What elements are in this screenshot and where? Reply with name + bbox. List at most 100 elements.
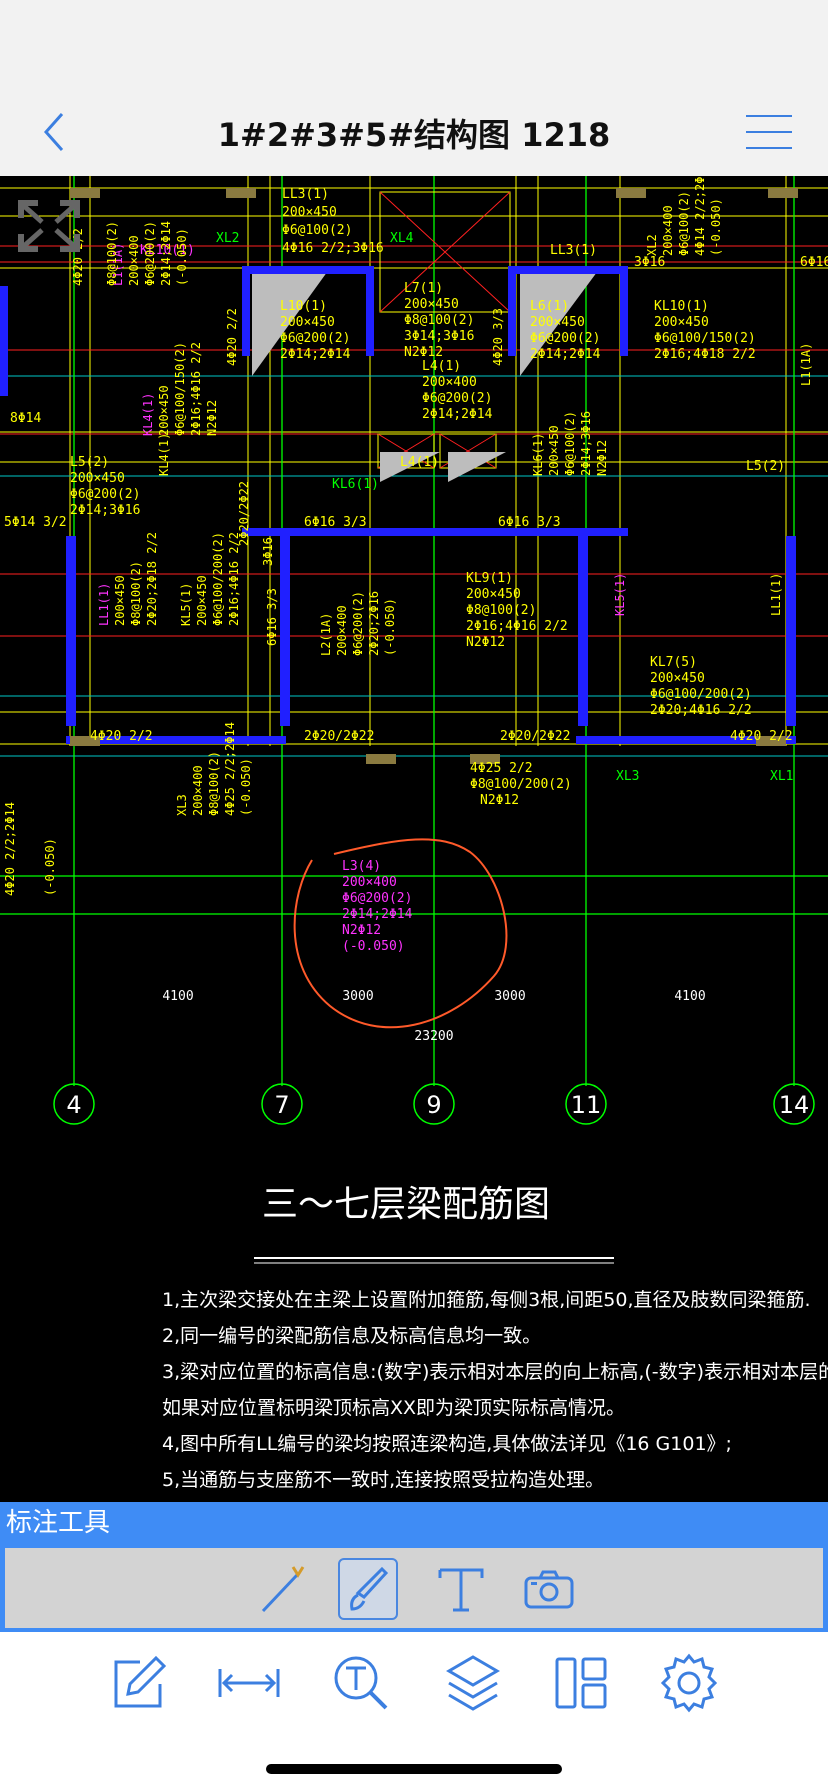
vertical-beam-label: (-0.050) (175, 228, 189, 286)
beam-label: 6Φ16 (800, 255, 828, 270)
vertical-beam-label: KL5(1) (613, 573, 627, 616)
beam-label: Φ8@100/200(2) (470, 777, 572, 792)
column-pad (226, 188, 256, 198)
layers-icon (446, 1655, 500, 1711)
vertical-beam-label: N2Φ12 (205, 400, 219, 436)
beam-label: L5(2) (70, 455, 109, 470)
annotation-tools-panel (0, 1544, 828, 1632)
vertical-beam-label: 4Φ20 3/3 (491, 308, 505, 366)
note-line: 1,主次梁交接处在主梁上设置附加箍筋,每侧3根,间距50,直径及肢数同梁箍筋. (162, 1289, 811, 1311)
bottom-toolbar (0, 1632, 828, 1792)
total-dimension-label: 23200 (414, 1029, 453, 1044)
vertical-beam-label: 200×400 (127, 235, 141, 286)
layout-button[interactable] (546, 1648, 616, 1718)
expand-icon (18, 200, 80, 252)
beam-label: 2Φ14;3Φ16 (70, 503, 140, 518)
beam-label: 2Φ16;4Φ16 2/2 (466, 619, 568, 634)
brush-icon (350, 1566, 389, 1611)
camera-tool-button[interactable] (519, 1558, 579, 1620)
beam-label: 4Φ20 2/2 (730, 729, 793, 744)
layers-button[interactable] (438, 1648, 508, 1718)
column-wall (66, 536, 76, 726)
back-button[interactable] (34, 104, 74, 160)
edit-button[interactable] (104, 1648, 174, 1718)
line-tool-button[interactable] (255, 1558, 315, 1620)
beam-label: Φ6@200(2) (422, 391, 492, 406)
axis-number: 11 (571, 1091, 602, 1119)
vertical-beam-label: KL5(1) (179, 583, 193, 626)
axis-number: 9 (426, 1091, 441, 1119)
fullscreen-button[interactable] (14, 196, 84, 256)
dimension-label: 3000 (342, 989, 373, 1004)
beam-label: N2Φ12 (466, 635, 505, 650)
beam-label: 2Φ14;2Φ14 (422, 407, 493, 422)
column-wall (242, 266, 374, 274)
axis-number: 14 (779, 1091, 810, 1119)
beam-label: 200×450 (282, 205, 337, 220)
vertical-beam-label: L1(1A) (111, 243, 125, 286)
beam-label: 2Φ20/2Φ22 (500, 729, 570, 744)
dimension-label: 3000 (494, 989, 525, 1004)
note-line: 3,梁对应位置的标高信息:(数字)表示相对本层的向上标高,(-数字)表示相对本层… (162, 1361, 828, 1383)
column-wall (508, 266, 628, 274)
vertical-beam-label: L2(1A) (319, 613, 333, 656)
vertical-beam-label: (-0.050) (709, 198, 723, 256)
axis-bubble (261, 1083, 303, 1125)
beam-label: KL10(1) (654, 299, 709, 314)
beam-label: XL1 (770, 769, 793, 784)
gear-icon (660, 1653, 718, 1713)
vertical-beam-label: 2Φ20;2Φ16 (367, 591, 381, 656)
dimension-label: 4100 (162, 989, 193, 1004)
note-line: 5,当通筋与支座筋不一致时,连接按照受拉构造处理。 (162, 1469, 604, 1491)
plan-title: 三～七层梁配筋图 (262, 1184, 550, 1225)
vertical-beam-label: 2Φ14;2Φ14 (159, 221, 173, 286)
column-wall (576, 736, 796, 744)
home-indicator (266, 1764, 562, 1774)
vertical-beam-label: 2Φ20;2Φ18 2/2 (145, 532, 159, 626)
menu-button[interactable] (744, 112, 794, 152)
measure-button[interactable] (214, 1648, 284, 1718)
beam-label: KL9(1) (466, 571, 513, 586)
vertical-beam-label: Φ8@100(2) (207, 751, 221, 816)
beam-label: L10(1) (280, 299, 327, 314)
beam-label: 200×450 (70, 471, 125, 486)
vertical-beam-label: LL1(1) (97, 583, 111, 626)
beam-label: 200×450 (530, 315, 585, 330)
vertical-beam-label: N2Φ12 (595, 440, 609, 476)
beam-label: L4(1) (422, 359, 461, 374)
text-search-button[interactable] (326, 1648, 396, 1718)
beam-label: 2Φ20;4Φ16 2/2 (650, 703, 752, 718)
vertical-beam-label: 2Φ20/2Φ22 (237, 481, 251, 546)
brush-tool-button[interactable] (338, 1558, 398, 1620)
beam-label: Φ6@200(2) (530, 331, 600, 346)
layout-icon (555, 1657, 607, 1709)
beam-label: 4Φ16 2/2;3Φ16 (282, 241, 384, 256)
beam-label: 200×450 (650, 671, 705, 686)
beam-label: 2Φ14;2Φ14 (530, 347, 601, 362)
beam-label: N2Φ12 (404, 345, 443, 360)
vertical-beam-label: 200×450 (113, 575, 127, 626)
beam-label: 3Φ14;3Φ16 (404, 329, 474, 344)
text-tool-button[interactable] (431, 1558, 491, 1620)
beam-label: 5Φ14 3/2 (4, 515, 67, 530)
vertical-beam-label: Φ6@200(2) (143, 221, 157, 286)
vertical-beam-label: Φ6@100(2) (677, 191, 691, 256)
beam-label: Φ6@100(2) (282, 223, 352, 238)
note-line: 4,图中所有LL编号的梁均按照连梁构造,具体做法详见《16 G101》; (162, 1433, 732, 1455)
beam-label: 6Φ16 3/3 (304, 515, 367, 530)
settings-button[interactable] (654, 1648, 724, 1718)
axis-number: 7 (274, 1091, 289, 1119)
vertical-beam-label: 6Φ16 3/3 (265, 588, 279, 646)
beam-label: LL3(1) (550, 243, 597, 258)
edit-icon (114, 1655, 167, 1708)
markup-circle (293, 838, 508, 1029)
axis-bubble (53, 1083, 95, 1125)
vertical-beam-label: Φ6@100(2) (563, 411, 577, 476)
vertical-beam-label: (-0.050) (43, 838, 57, 896)
beam-label: XL2 (216, 231, 239, 246)
beam-label: L3(4) (342, 859, 381, 874)
beam-label: XL3 (616, 769, 639, 784)
chevron-left-icon (43, 113, 64, 151)
